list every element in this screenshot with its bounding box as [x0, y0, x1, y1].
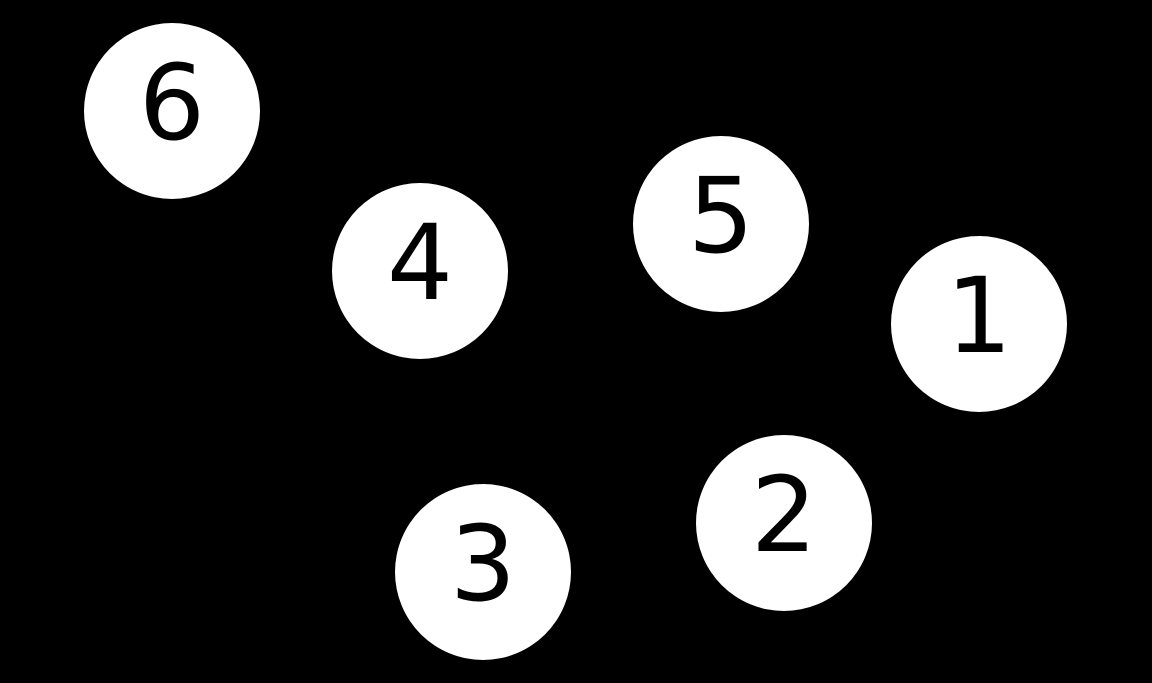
node-label: 6 [138, 42, 206, 164]
node-label: 3 [449, 503, 517, 625]
graph-node-2[interactable]: 2 [696, 435, 872, 611]
graph-node-5[interactable]: 5 [633, 136, 809, 312]
node-label: 4 [386, 202, 454, 324]
node-label: 2 [750, 454, 818, 576]
node-label: 1 [945, 255, 1013, 377]
graph-node-1[interactable]: 1 [891, 236, 1067, 412]
node-label: 5 [687, 155, 755, 277]
graph-node-6[interactable]: 6 [84, 23, 260, 199]
graph-node-4[interactable]: 4 [332, 183, 508, 359]
graph-node-3[interactable]: 3 [395, 484, 571, 660]
